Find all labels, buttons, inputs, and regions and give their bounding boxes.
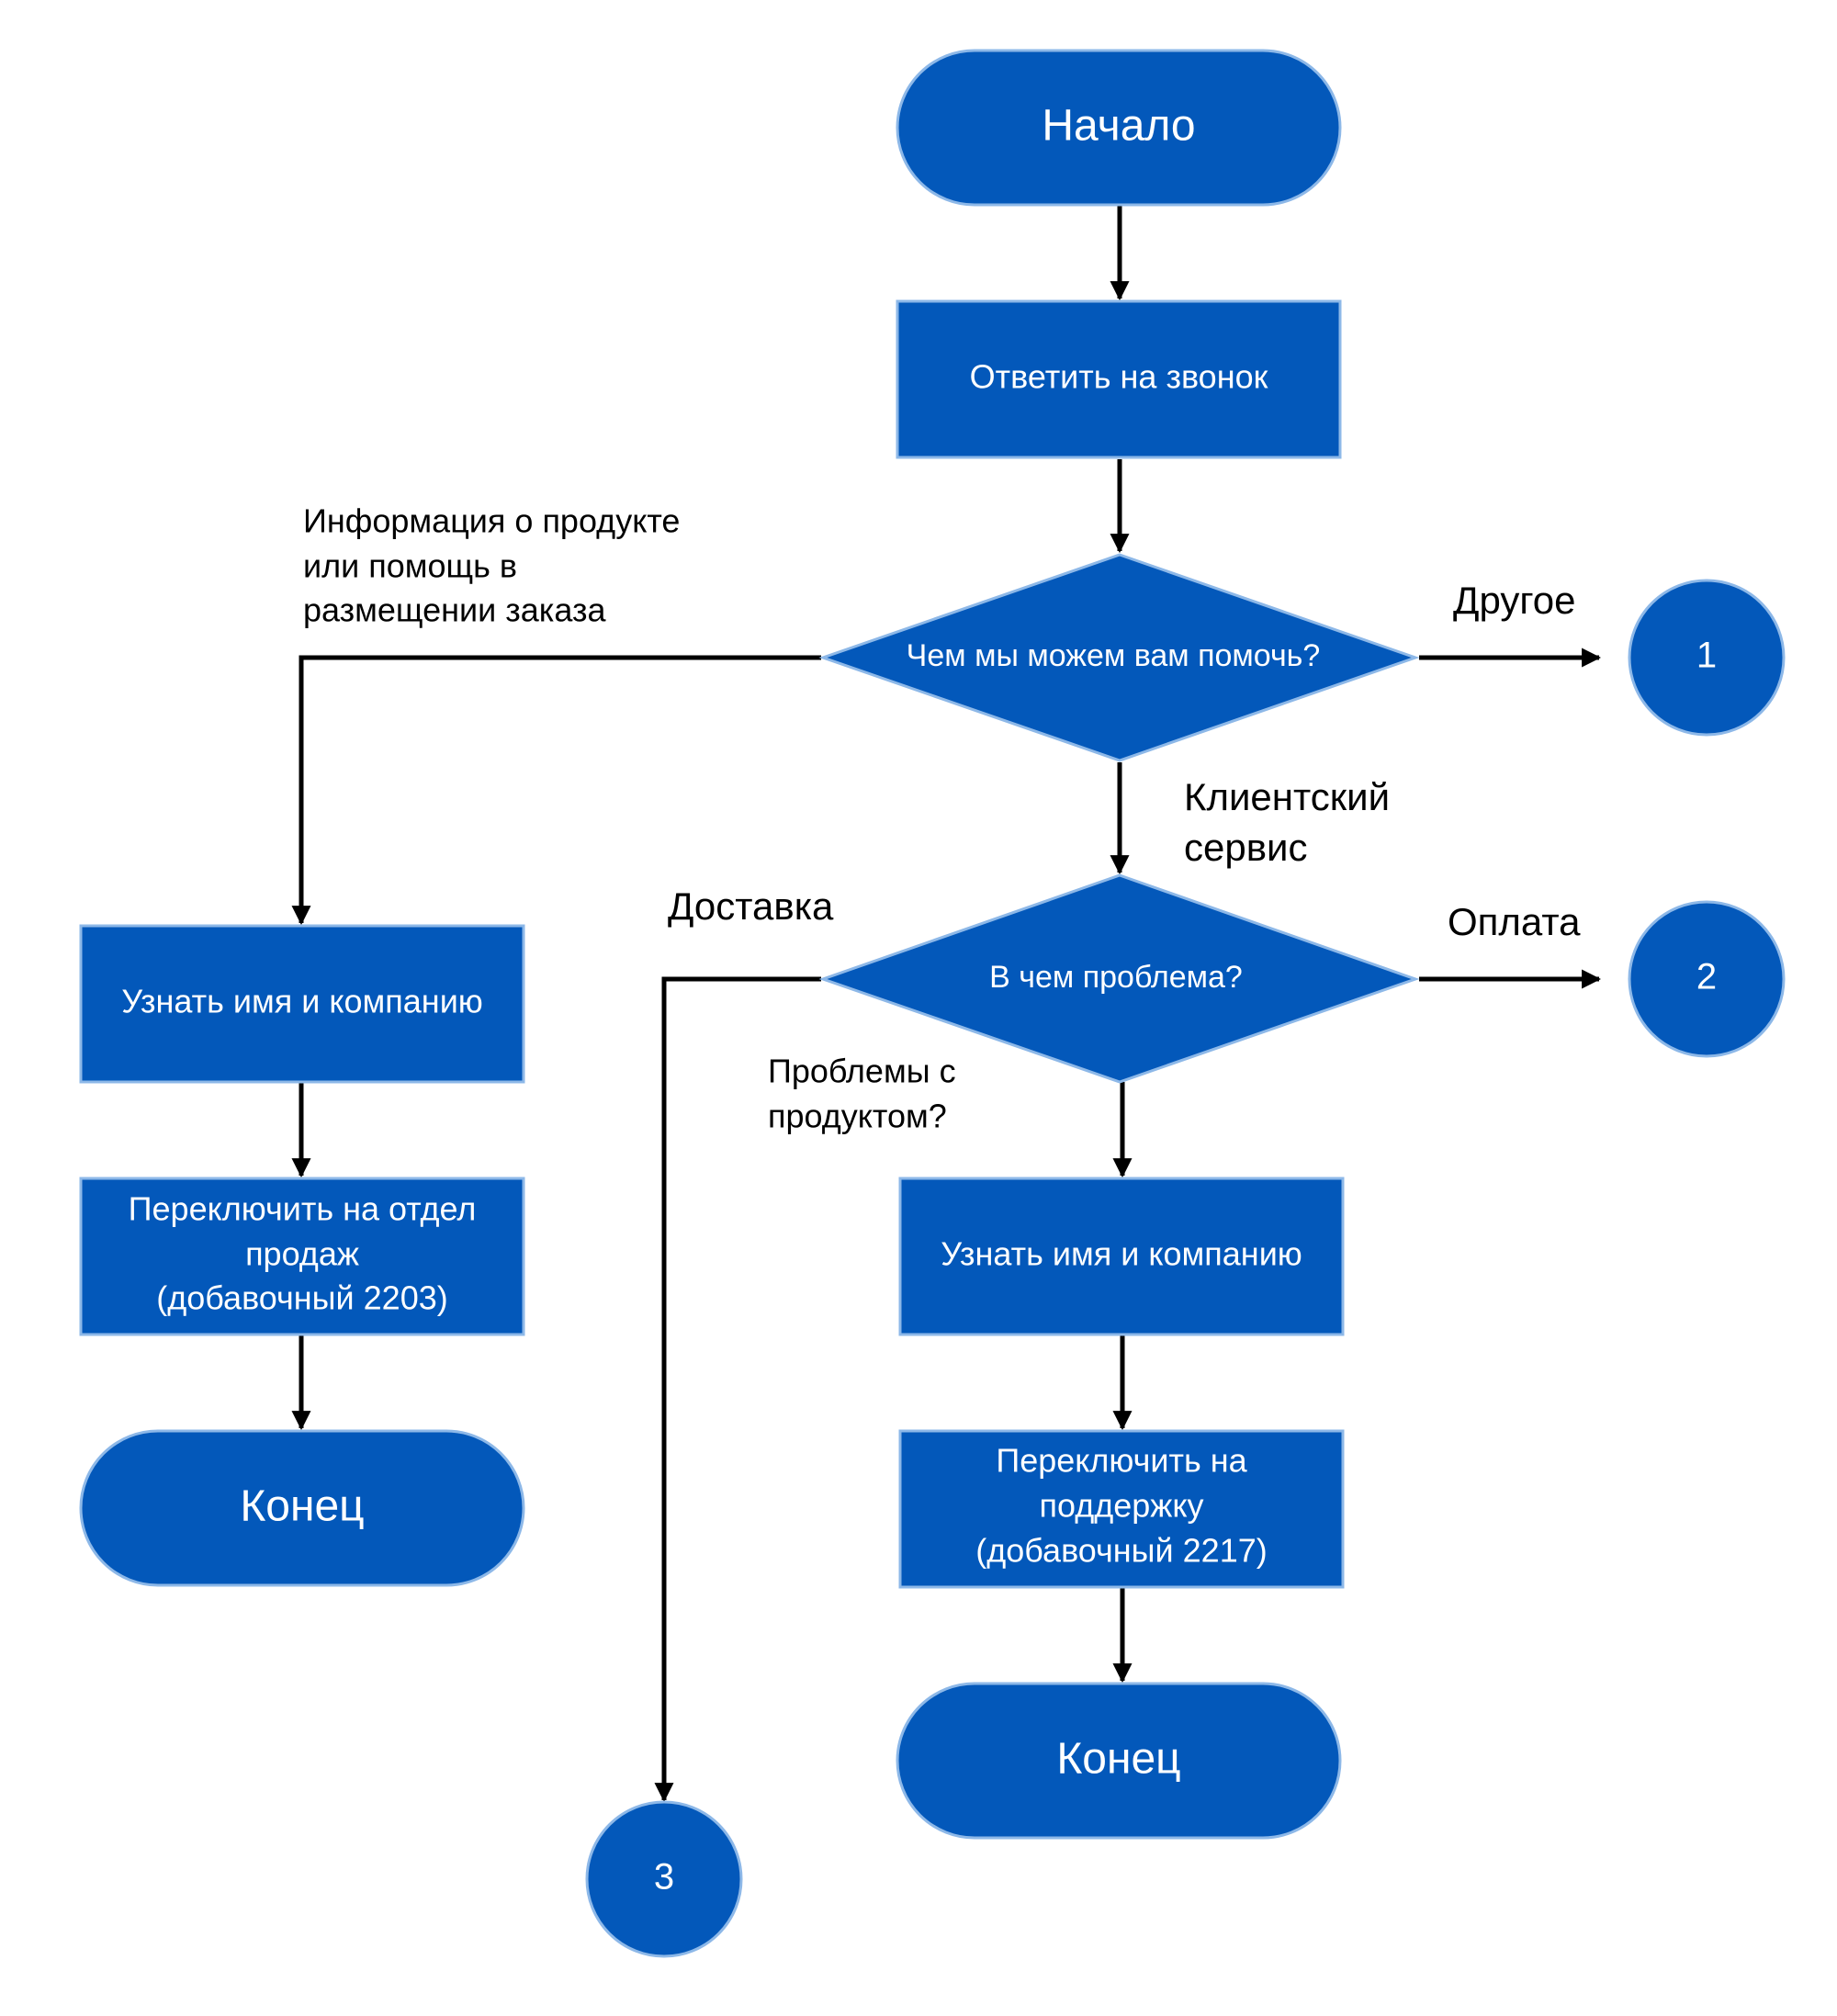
left-end-node[interactable]: Конец xyxy=(79,1429,525,1587)
connector-3[interactable]: 3 xyxy=(585,1800,743,1958)
connector-3-label: 3 xyxy=(654,1857,674,1898)
edge-labels: Информация о продукте или помощь в разме… xyxy=(303,502,1581,1135)
label-customer-service-line-2: сервис xyxy=(1184,826,1308,869)
left-get-name-label: Узнать имя и компанию xyxy=(121,983,483,1020)
right-switch-support-node[interactable]: Переключить на поддержку (добавочный 221… xyxy=(898,1429,1345,1589)
left-switch-sales-line-1: Переключить на отдел xyxy=(129,1190,477,1228)
right-switch-support-line-2: поддержку xyxy=(1039,1487,1203,1525)
left-end-label: Конец xyxy=(240,1482,364,1531)
connector-1[interactable]: 1 xyxy=(1628,579,1786,737)
connector-2[interactable]: 2 xyxy=(1628,900,1786,1058)
label-customer-service-line-1: Клиентский xyxy=(1184,775,1390,818)
start-node[interactable]: Начало xyxy=(896,49,1342,207)
label-product-info-line-2: или помощь в xyxy=(303,547,517,585)
edge-problem-to-connector-3 xyxy=(654,976,821,1803)
connector-1-label: 1 xyxy=(1696,636,1717,676)
answer-call-node[interactable]: Ответить на звонок xyxy=(896,299,1342,459)
right-switch-support-line-3: (добавочный 2217) xyxy=(975,1532,1267,1570)
decision-help-label: Чем мы можем вам помочь? xyxy=(907,638,1321,673)
label-product-info-line-1: Информация о продукте xyxy=(303,502,680,540)
answer-call-label: Ответить на звонок xyxy=(970,358,1268,396)
label-product-problems-line-2: продуктом? xyxy=(768,1098,947,1135)
edge-decision-to-left-branch xyxy=(291,655,821,926)
left-switch-sales-line-2: продаж xyxy=(245,1235,359,1273)
label-delivery: Доставка xyxy=(668,884,834,928)
label-product-problems-line-1: Проблемы с xyxy=(768,1053,956,1090)
right-get-name-label: Узнать имя и компанию xyxy=(941,1235,1302,1273)
decision-help-node[interactable]: Чем мы можем вам помочь? xyxy=(818,553,1420,762)
start-node-label: Начало xyxy=(1042,102,1195,151)
right-end-label: Конец xyxy=(1056,1735,1180,1784)
decision-problem-node[interactable]: В чем проблема? xyxy=(818,873,1420,1084)
label-product-info-line-3: размещении заказа xyxy=(303,591,606,629)
connector-2-label: 2 xyxy=(1696,957,1717,997)
edges xyxy=(291,206,1602,1803)
left-switch-sales-line-3: (добавочный 2203) xyxy=(156,1279,447,1317)
left-switch-sales-node[interactable]: Переключить на отдел продаж (добавочный … xyxy=(79,1177,525,1336)
right-switch-support-line-1: Переключить на xyxy=(996,1442,1247,1480)
label-payment: Оплата xyxy=(1448,900,1581,943)
left-get-name-node[interactable]: Узнать имя и компанию xyxy=(79,924,525,1084)
label-other: Другое xyxy=(1453,579,1575,622)
right-get-name-node[interactable]: Узнать имя и компанию xyxy=(898,1177,1345,1336)
right-end-node[interactable]: Конец xyxy=(896,1682,1342,1840)
decision-problem-label: В чем проблема? xyxy=(989,960,1243,995)
